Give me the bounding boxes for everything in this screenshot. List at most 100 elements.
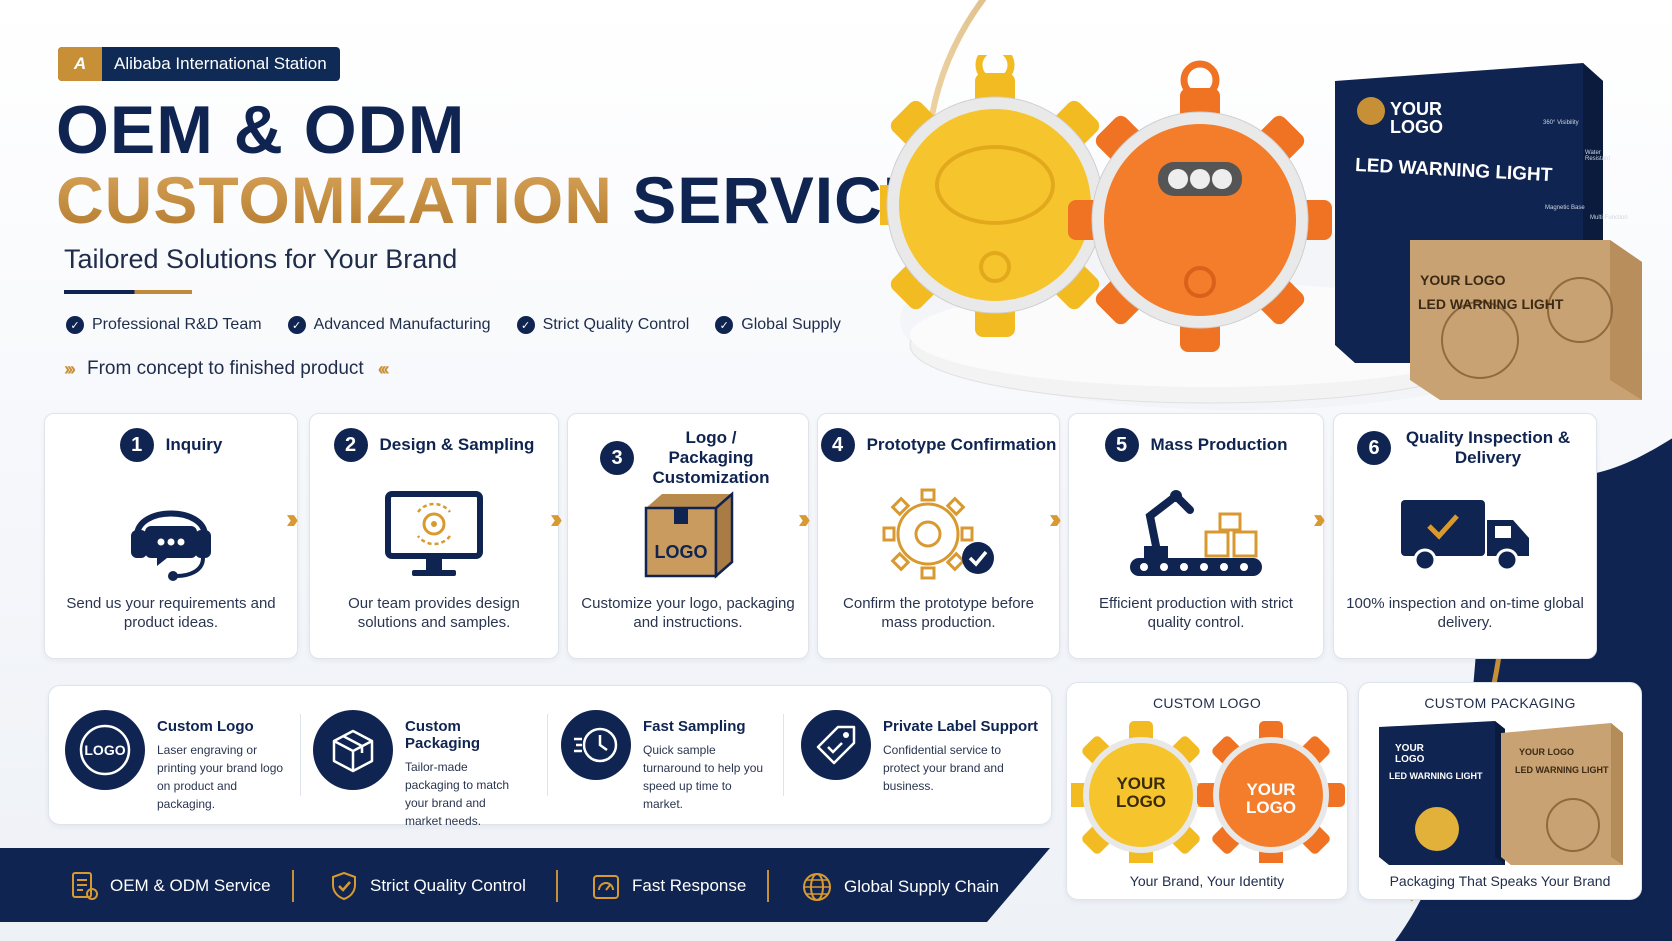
bottom-separator	[292, 870, 294, 902]
navy-box-feature: Water Resistant	[1585, 150, 1611, 162]
check-icon: ✓	[516, 316, 535, 334]
service-title: Fast Sampling	[643, 718, 746, 735]
feature-label: Strict Quality Control	[542, 316, 690, 333]
robot-arm-conveyor-icon	[1130, 490, 1262, 576]
step-desc: Efficient production with strict quality…	[1099, 595, 1293, 631]
bottom-item-quality[interactable]: Strict Quality Control	[328, 870, 526, 902]
logo-stamp-glyph: LOGO	[79, 724, 131, 776]
fast-clock-glyph	[574, 727, 618, 763]
package-box-icon	[313, 710, 393, 790]
custom-logo-title: CUSTOM LOGO	[1152, 695, 1262, 711]
step-number: 6	[1357, 431, 1391, 465]
feature-item: ✓ Strict Quality Control	[516, 316, 690, 334]
hero-subtitle: Tailored Solutions for Your Brand	[64, 244, 458, 274]
step-arrow-icon: ››	[1313, 503, 1325, 534]
orange-light-logo-text: YOUR LOGO	[1245, 780, 1297, 817]
feature-item: ✓Professional R&D Team	[66, 316, 262, 334]
step-arrow-icon: ››	[798, 503, 810, 534]
kraft-product-box	[1410, 240, 1642, 400]
service-title: Private Label Support	[883, 718, 1039, 735]
service-divider	[300, 714, 301, 796]
bottom-item-supply[interactable]: Global Supply Chain	[800, 870, 999, 904]
bottom-item-label: Fast Response	[632, 876, 747, 895]
feature-label: Professional R&D Team	[92, 316, 262, 333]
yellow-light-logo-text: YOUR LOGO	[1115, 774, 1167, 811]
step-title: Quality Inspection & Delivery	[1405, 428, 1571, 467]
step-arrow-icon: ››	[550, 503, 562, 534]
step-head: 3 Logo / Packaging Customization	[568, 428, 808, 488]
step-number: 5	[1104, 428, 1139, 462]
step-card-inquiry[interactable]: 1 Inquiry Send us your requirements and …	[44, 413, 298, 659]
headset-chat-icon	[131, 510, 211, 581]
feature-item: ✓ Advanced Manufacturing	[287, 316, 491, 334]
step-card-production[interactable]: 5 Mass Production Efficient production w…	[1068, 413, 1324, 659]
bottom-item-label: OEM & ODM Service	[110, 876, 271, 895]
packaging-boxes-illustration	[1379, 721, 1623, 865]
speed-card-icon	[593, 875, 619, 899]
custom-logo-lights-illustration	[1071, 721, 1345, 863]
hero-title-service: SERVICE	[632, 163, 928, 237]
label-tag-glyph	[816, 725, 856, 765]
service-fast-sampling[interactable]: Fast Sampling Quick sample turnaround to…	[561, 710, 783, 813]
step-card-prototype[interactable]: 4 Prototype Confirmation Confirm the pro…	[817, 413, 1060, 659]
step-number: 4	[820, 428, 855, 462]
step-desc: 100% inspection and on-time global deliv…	[1346, 595, 1584, 631]
alibaba-logo-icon: A	[58, 47, 102, 81]
step-number: 1	[119, 428, 154, 462]
delivery-truck-icon	[1401, 500, 1529, 572]
feature-item: ✓ Global Supply	[715, 316, 841, 334]
bottom-separator	[556, 870, 558, 902]
package-box-glyph	[332, 729, 374, 773]
step-card-design[interactable]: 2 Design & Sampling Our team provides de…	[309, 413, 559, 659]
label-tag-icon	[801, 710, 871, 780]
concept-text: From concept to finished product	[86, 358, 364, 379]
bottom-item-label: Global Supply Chain	[844, 877, 999, 896]
feature-label: Advanced Manufacturing	[313, 316, 491, 333]
bottom-item-oem[interactable]: OEM & ODM Service	[68, 870, 271, 902]
service-desc: Quick sample turnaround to help you spee…	[643, 743, 764, 811]
navy-box-title-small: LED WARNING LIGHT	[1389, 771, 1483, 781]
step-head: 4 Prototype Confirmation	[818, 428, 1059, 462]
gear-check-icon	[882, 488, 994, 580]
service-custom-logo[interactable]: LOGO Custom Logo Laser engraving or prin…	[65, 710, 287, 813]
logo-stamp-icon: LOGO	[65, 710, 145, 790]
step-title: Logo / Packaging Customization	[652, 428, 770, 487]
service-desc: Laser engraving or printing your brand l…	[157, 743, 284, 811]
alibaba-badge[interactable]: A Alibaba International Station	[58, 47, 340, 81]
step-card-customization[interactable]: 3 Logo / Packaging Customization LOGO Cu…	[567, 413, 809, 659]
hero-product-illustration	[880, 55, 1642, 404]
service-divider	[547, 714, 548, 796]
step-head: 1 Inquiry	[45, 428, 297, 462]
step-number: 3	[600, 441, 634, 475]
service-divider	[783, 714, 784, 796]
kraft-box-logo: YOUR LOGO	[1420, 272, 1506, 288]
step-title: Prototype Confirmation	[866, 435, 1057, 454]
step-number: 2	[333, 428, 368, 462]
step-card-delivery[interactable]: 6 Quality Inspection & Delivery 100% ins…	[1333, 413, 1597, 659]
navy-box-feature: 360° Visibility	[1543, 120, 1579, 126]
feature-label: Global Supply	[741, 316, 841, 333]
navy-box-logo-small: YOUR LOGO	[1395, 743, 1425, 765]
step-desc: Customize your logo, packaging and instr…	[581, 595, 795, 631]
fast-clock-icon	[561, 710, 631, 780]
step-desc: Our team provides design solutions and s…	[348, 595, 520, 631]
service-title: Custom Packaging	[405, 718, 481, 752]
check-icon: ✓	[715, 316, 734, 334]
logo-stamp-text: LOGO	[84, 742, 125, 758]
step-title: Mass Production	[1150, 435, 1288, 454]
custom-logo-box: CUSTOM LOGO YOUR	[1066, 682, 1348, 900]
check-icon: ✓	[287, 316, 306, 334]
step-head: 2 Design & Sampling	[310, 428, 558, 462]
step-title: Design & Sampling	[379, 435, 535, 454]
globe-network-icon	[803, 873, 831, 901]
orange-warning-light-icon	[1068, 60, 1332, 352]
service-custom-packaging[interactable]: Custom Packaging Tailor-made packaging t…	[313, 710, 535, 830]
service-private-label[interactable]: Private Label Support Confidential servi…	[801, 710, 1041, 795]
step-desc: Send us your requirements and product id…	[66, 595, 276, 631]
logo-box-icon: LOGO	[644, 491, 734, 579]
hero-title-customization: CUSTOMIZATION	[56, 163, 613, 237]
kraft-box-title-small: LED WARNING LIGHT	[1515, 765, 1609, 775]
navy-box-feature: Multi-Function	[1590, 215, 1628, 221]
bottom-item-response[interactable]: Fast Response	[590, 870, 746, 902]
